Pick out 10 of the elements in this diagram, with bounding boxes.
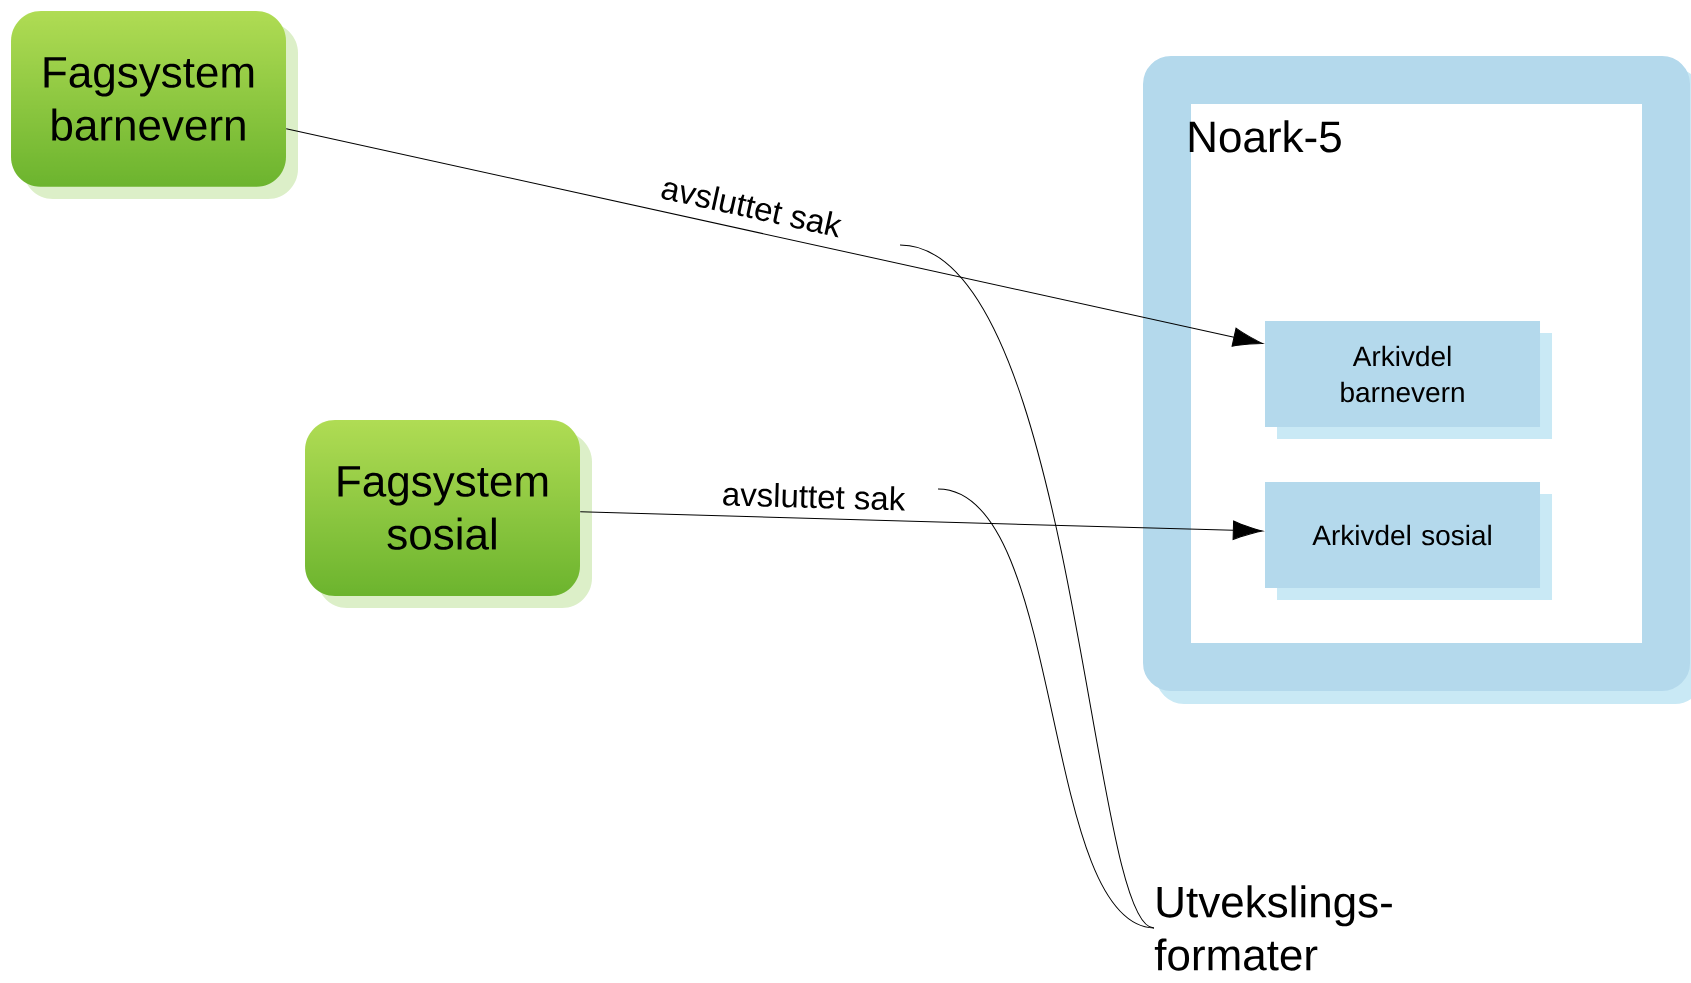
- leader-line: [937, 488, 1155, 929]
- bare-text: Utvekslings- formater: [1154, 885, 1392, 971]
- archive-box: Arkivdel barnevern: [1265, 321, 1552, 439]
- arrow: [285, 128, 1263, 347]
- archive-box: Arkivdel sosial: [1265, 482, 1552, 600]
- edge-label: avsluttet sak: [723, 482, 906, 511]
- process-box: Fagsystem barnevern: [11, 11, 298, 199]
- edge-label: avsluttet sak: [661, 182, 842, 238]
- arrow: [579, 511, 1263, 540]
- process-box: Fagsystem sosial: [305, 420, 592, 608]
